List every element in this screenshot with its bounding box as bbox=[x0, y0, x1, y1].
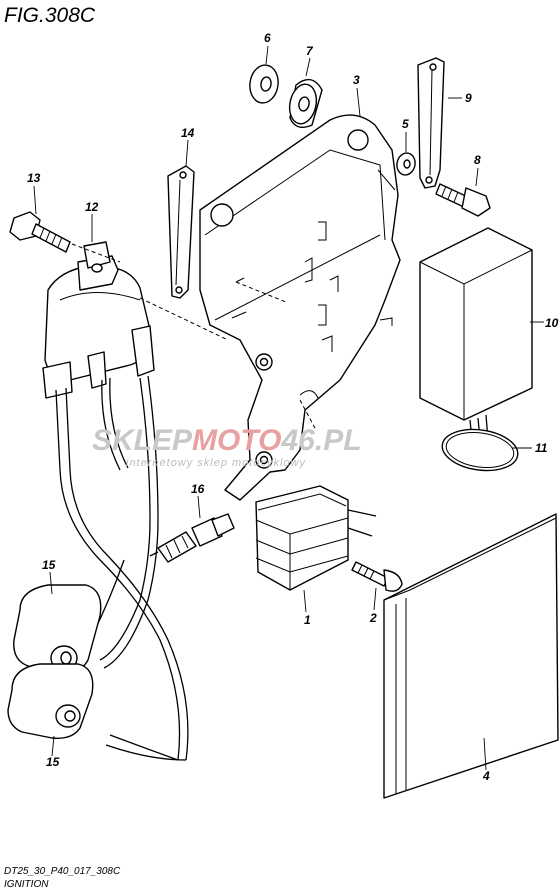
cdi-unit-part-1 bbox=[255, 485, 377, 591]
watermark-brand-moto: MOTO bbox=[192, 424, 281, 457]
leader-lines bbox=[33, 45, 544, 771]
bolt-part-8 bbox=[435, 183, 491, 217]
callout-4: 4 bbox=[482, 769, 490, 783]
callout-12: 12 bbox=[85, 200, 99, 214]
figure-code: DT25_30_P40_017_308C bbox=[4, 866, 121, 877]
callout-15-lower: 15 bbox=[46, 755, 60, 769]
bolt-part-13 bbox=[9, 211, 71, 253]
strap-part-14 bbox=[167, 165, 195, 299]
callout-10: 10 bbox=[545, 316, 559, 330]
watermark-brand-sklep: SKLEP bbox=[92, 424, 193, 457]
screw-part-2 bbox=[351, 561, 403, 592]
callout-7: 7 bbox=[306, 44, 314, 58]
callout-15-upper: 15 bbox=[42, 558, 56, 572]
callout-14: 14 bbox=[181, 126, 195, 140]
mounting-bracket bbox=[199, 114, 401, 501]
callout-11: 11 bbox=[535, 441, 548, 455]
washer-part-5 bbox=[396, 152, 416, 176]
callout-13: 13 bbox=[27, 171, 41, 185]
callout-5: 5 bbox=[402, 117, 409, 131]
module-box-part-10 bbox=[419, 227, 533, 441]
spark-plug-cap-lower bbox=[7, 663, 94, 739]
callout-9: 9 bbox=[465, 91, 472, 105]
high-tension-leads bbox=[55, 375, 189, 761]
spark-plug-part-16 bbox=[149, 513, 235, 563]
grommet-part-7 bbox=[288, 78, 323, 128]
watermark-brand-46pl: 46.PL bbox=[280, 424, 361, 457]
callout-16: 16 bbox=[191, 482, 205, 496]
spark-plug-cap-upper bbox=[13, 584, 102, 674]
callout-3: 3 bbox=[353, 73, 360, 87]
callout-1: 1 bbox=[304, 613, 311, 627]
callout-2: 2 bbox=[369, 611, 377, 625]
strap-bracket-part-9 bbox=[417, 57, 445, 189]
ignition-coil-part-12 bbox=[42, 241, 155, 399]
callout-6: 6 bbox=[264, 31, 271, 45]
svg-text:SKLEPMOTO46.PL: SKLEPMOTO46.PL bbox=[92, 424, 362, 457]
pad-part-4 bbox=[383, 513, 559, 799]
assembly-lines bbox=[71, 243, 317, 431]
watermark-tagline: internetowy sklep motocyklowy bbox=[126, 457, 307, 469]
washer-part-6 bbox=[249, 64, 279, 104]
callout-8: 8 bbox=[474, 153, 481, 167]
watermark: SKLEPMOTO46.PL internetowy sklep motocyk… bbox=[92, 424, 362, 469]
figure-name: IGNITION bbox=[4, 879, 49, 890]
figure-title: FIG.308C bbox=[4, 4, 96, 27]
callouts: 1 2 3 4 5 6 7 8 9 10 11 12 13 14 15 15 1… bbox=[27, 31, 559, 783]
wire-ring-part-11 bbox=[441, 428, 519, 472]
